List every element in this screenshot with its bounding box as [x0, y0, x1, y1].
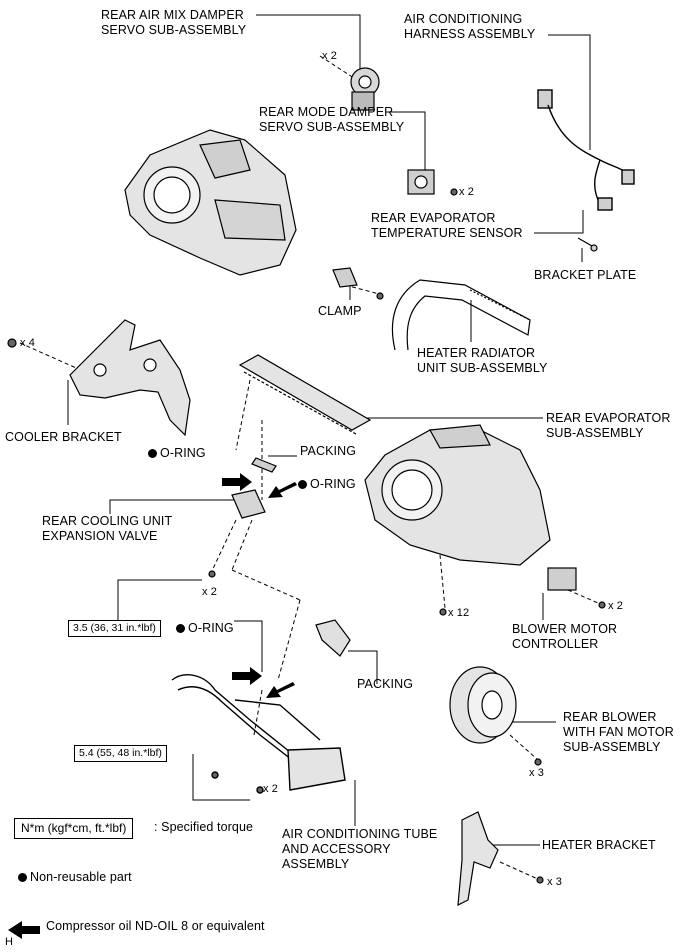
qty-mode-servo-screws: x 2 [459, 186, 474, 198]
qty-tube-bolts: x 2 [263, 783, 278, 795]
qty-heater-bracket-screws: x 3 [547, 876, 562, 888]
non-reusable-dot-icon [176, 624, 185, 633]
ac-harness-drawing [537, 89, 635, 211]
non-reusable-dot-icon [18, 873, 27, 882]
qty-cooler-bracket-bolts: x 4 [20, 337, 35, 349]
rear-unit-case-lower [364, 424, 551, 616]
qty-blower-screws: x 3 [529, 767, 544, 779]
legend-torque-unit: N*m (kgf*cm, ft.*lbf) [14, 818, 134, 839]
rear-evaporator-drawing [238, 354, 372, 435]
bracket-plate-drawing [577, 237, 598, 252]
rear-mode-servo-drawing [407, 169, 458, 196]
label-clamp: CLAMP [318, 304, 362, 318]
rear-unit-case-upper [124, 129, 297, 276]
heater-radiator-drawing [391, 279, 531, 351]
oil-arrows-lower [232, 667, 295, 698]
qty-servo-screws: x 2 [322, 50, 337, 62]
cooler-bracket-drawing [7, 319, 191, 437]
clamp-drawing [332, 267, 384, 300]
legend-non-reusable: Non-reusable part [18, 870, 132, 885]
packing-lower-drawing [315, 619, 351, 657]
rear-air-mix-servo-drawing [350, 67, 380, 111]
label-heater-bracket: HEATER BRACKET [542, 838, 656, 852]
qty-controller-screws: x 2 [608, 600, 623, 612]
compressor-oil-arrow-icon [8, 921, 40, 939]
corner-mark: H [5, 936, 14, 948]
expansion-valve-drawing [208, 489, 266, 578]
label-o-ring-upper-left: O-RING [148, 446, 206, 461]
label-o-ring-upper-right: O-RING [298, 477, 356, 492]
torque-box-tube: 5.4 (55, 48 in.*lbf) [74, 745, 167, 762]
legend-compressor-oil: Compressor oil ND-OIL 8 or equivalent [46, 919, 265, 933]
label-packing-upper: PACKING [300, 444, 357, 458]
non-reusable-dot-icon [298, 480, 307, 489]
torque-box-valve: 3.5 (36, 31 in.*lbf) [68, 620, 161, 637]
qty-valve-bolts: x 2 [202, 586, 217, 598]
label-packing-lower: PACKING [357, 677, 414, 691]
rear-blower-drawing [449, 666, 542, 766]
label-bracket-plate: BRACKET PLATE [534, 268, 637, 282]
legend-torque-desc: : Specified torque [154, 820, 254, 834]
blower-controller-drawing [547, 567, 606, 609]
qty-case-screws: x 12 [448, 607, 470, 619]
oil-arrows-upper [222, 473, 297, 498]
heater-bracket-drawing [457, 811, 544, 907]
non-reusable-dot-icon [148, 449, 157, 458]
label-cooler-bracket: COOLER BRACKET [5, 430, 122, 444]
ac-tube-drawing [171, 674, 346, 794]
label-o-ring-lower: O-RING [176, 621, 234, 636]
packing-upper-drawing [251, 457, 277, 473]
